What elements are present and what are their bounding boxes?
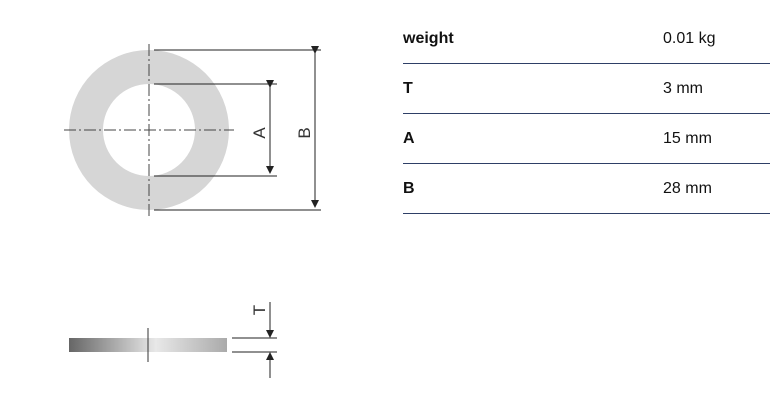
dimension-t-label: T: [250, 305, 269, 315]
spec-row-a: A 15 mm: [403, 113, 770, 164]
spec-value: 15 mm: [663, 113, 770, 164]
spec-row-weight: weight 0.01 kg: [403, 14, 770, 64]
dimension-a: A: [154, 80, 277, 177]
dimension-b-label: B: [295, 127, 314, 138]
dimension-a-label: A: [250, 127, 269, 139]
washer-top-view: [64, 44, 234, 216]
spec-value: 0.01 kg: [663, 14, 770, 64]
dimension-b: B: [154, 46, 321, 211]
spec-label: A: [403, 113, 663, 164]
washer-technical-drawing: A B T: [64, 44, 321, 378]
spec-label: weight: [403, 14, 663, 64]
dimension-t: T: [232, 302, 277, 378]
washer-ring: [69, 50, 229, 210]
spec-label: B: [403, 163, 663, 214]
spec-row-t: T 3 mm: [403, 63, 770, 114]
spec-value: 3 mm: [663, 63, 770, 114]
spec-row-b: B 28 mm: [403, 163, 770, 214]
washer-side-view: [69, 328, 227, 362]
spec-table: weight 0.01 kg T 3 mm A 15 mm B 28 mm: [403, 14, 770, 214]
spec-value: 28 mm: [663, 163, 770, 214]
spec-label: T: [403, 63, 663, 114]
